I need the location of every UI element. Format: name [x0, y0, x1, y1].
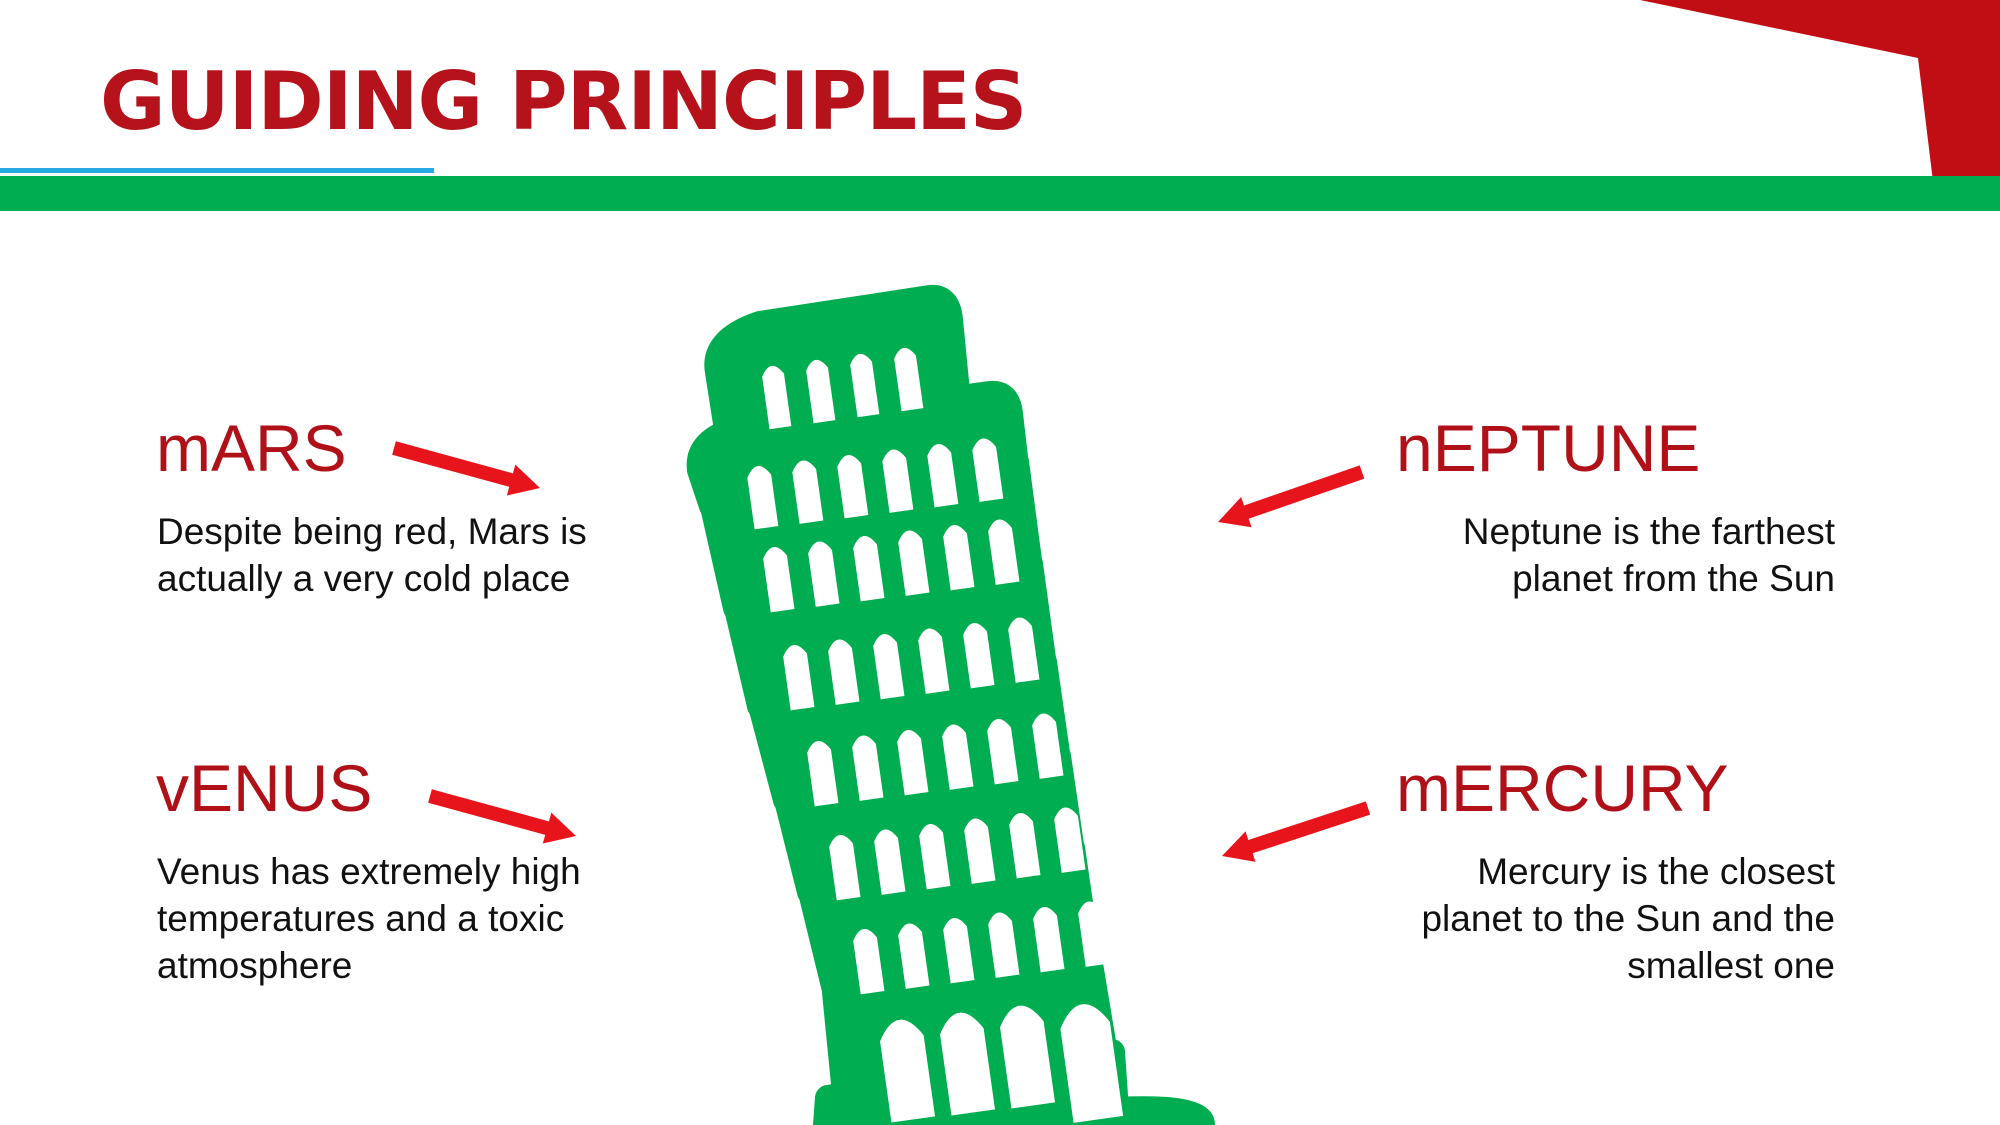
header-green-band [0, 176, 2000, 211]
tower-window [1000, 1005, 1056, 1109]
tower-window [898, 530, 930, 596]
description-venus: Venus has extremely high temperatures an… [157, 851, 581, 986]
description-neptune: Neptune is the farthest planet from the … [1462, 511, 1835, 599]
tower-window [808, 541, 840, 607]
tower-window [828, 639, 860, 705]
corner-decoration [1640, 0, 2000, 198]
tower-window [988, 912, 1020, 978]
arrow-neptune [1217, 465, 1365, 528]
tower-tier [686, 380, 1029, 519]
tower-window [806, 359, 836, 424]
description-mercury: Mercury is the closest planet to the Sun… [1421, 851, 1835, 986]
tower-window [897, 730, 929, 796]
heading-venus: vENUS [156, 751, 373, 825]
tower-window [1008, 617, 1040, 683]
arrow-icon [1217, 465, 1365, 528]
tower-window [918, 628, 950, 694]
tower-window [1078, 901, 1110, 967]
tower-window [880, 1019, 936, 1123]
corner-red-shape [1640, 0, 2000, 198]
tower-window [1032, 713, 1064, 779]
leaning-tower-icon [686, 284, 1215, 1125]
heading-mars: mARS [156, 411, 347, 485]
tower-window [783, 645, 815, 711]
tower-window [829, 835, 861, 901]
tower-window [762, 365, 792, 430]
description-mars: Despite being red, Mars is actually a ve… [157, 511, 587, 599]
tower-window [792, 460, 824, 524]
tower-window [1033, 907, 1065, 973]
tower-window [942, 724, 974, 790]
page-title: GUIDING PRINCIPLES [100, 55, 1027, 148]
tower-window [853, 536, 885, 602]
tower-window [1060, 1004, 1124, 1123]
tower-window [853, 929, 885, 995]
tower-window [807, 741, 839, 807]
tower-window [898, 923, 930, 989]
tower-window [763, 547, 795, 613]
arrow-venus [428, 789, 576, 844]
arrow-icon [392, 441, 540, 496]
heading-neptune: nEPTUNE [1396, 411, 1701, 485]
heading-mercury: mERCURY [1396, 751, 1729, 825]
tower-window [964, 818, 996, 884]
tower-window [943, 525, 975, 591]
tower-window [882, 449, 914, 513]
tower-window [837, 455, 869, 519]
tower-window [988, 519, 1020, 585]
tower-window [963, 623, 995, 689]
tower-window [894, 347, 924, 412]
accent-blue-line [0, 168, 434, 173]
tower-window [943, 918, 975, 984]
tower-window [850, 353, 880, 418]
tower-window [940, 1012, 996, 1116]
arrow-mercury [1221, 801, 1371, 862]
tower-window [927, 444, 959, 508]
tower-window [987, 719, 1019, 785]
tower-window [852, 735, 884, 801]
tower-window [874, 829, 906, 895]
tower-window [1054, 807, 1086, 873]
tower-window [1009, 813, 1041, 879]
tower-window [919, 824, 951, 890]
tower-window [972, 438, 1004, 502]
arrow-icon [428, 789, 576, 844]
tower-window [873, 634, 905, 700]
arrow-mars [392, 441, 540, 496]
tower-window [747, 466, 779, 530]
arrow-icon [1221, 801, 1371, 862]
